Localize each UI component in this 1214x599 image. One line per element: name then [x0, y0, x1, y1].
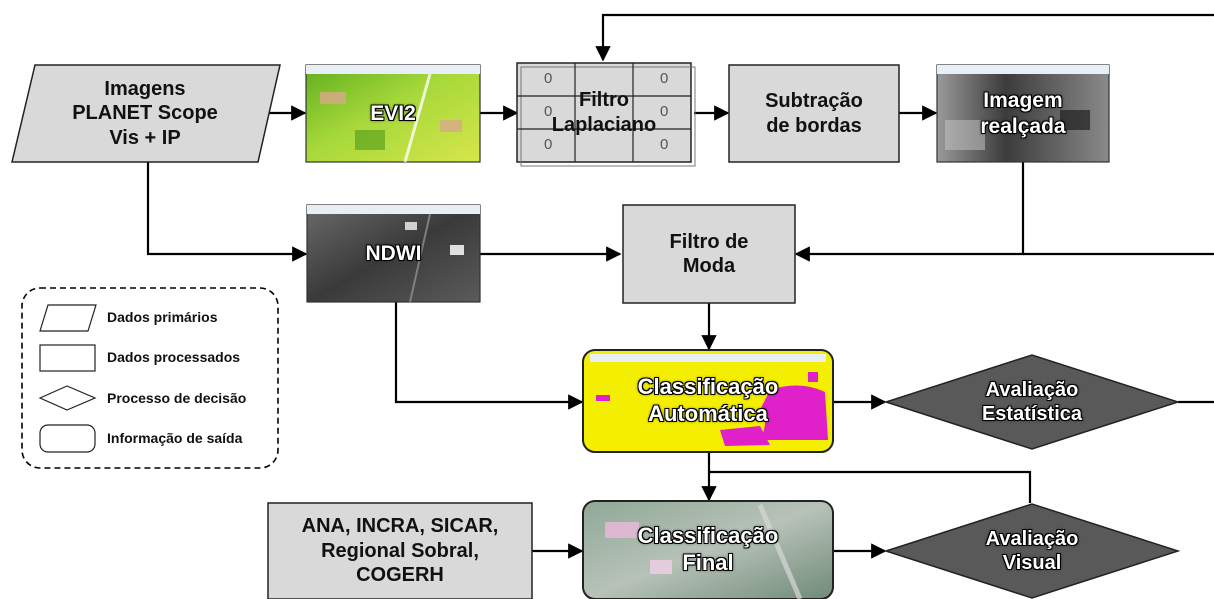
edge-subtraction-shape: [728, 64, 900, 163]
evi2-image: [305, 64, 481, 163]
kernel-value: 0: [544, 70, 553, 87]
kernel-value: 0: [660, 103, 669, 120]
laplacian-filter-grid: [516, 62, 696, 167]
legend-rounded-rect-icon: [39, 424, 96, 453]
auto-classification-image: [582, 349, 834, 453]
ancillary-sources-shape: [267, 502, 533, 599]
kernel-value: 0: [660, 136, 669, 153]
visual-evaluation-shape: [883, 503, 1181, 599]
legend: [21, 287, 279, 469]
connectors: [146, 13, 1214, 559]
kernel-value: 0: [544, 103, 553, 120]
legend-parallelogram-icon: [39, 304, 97, 332]
legend-decision-process-label: Processo de decisão: [107, 390, 247, 406]
statistical-evaluation-shape: [883, 354, 1181, 450]
legend-rectangle-icon: [39, 344, 96, 372]
ndwi-image: [306, 204, 481, 303]
kernel-value: 0: [660, 70, 669, 87]
legend-processed-data-label: Dados processados: [107, 349, 241, 365]
mode-filter-shape: [622, 204, 796, 304]
final-classification-image: [582, 500, 834, 599]
kernel-value: 0: [544, 136, 553, 153]
legend-output-information-label: Informação de saída: [107, 430, 243, 446]
legend-primary-data-label: Dados primários: [107, 309, 218, 325]
input-images-shape: [11, 64, 281, 163]
enhanced-image: [936, 64, 1110, 163]
legend-diamond-icon: [38, 385, 97, 411]
